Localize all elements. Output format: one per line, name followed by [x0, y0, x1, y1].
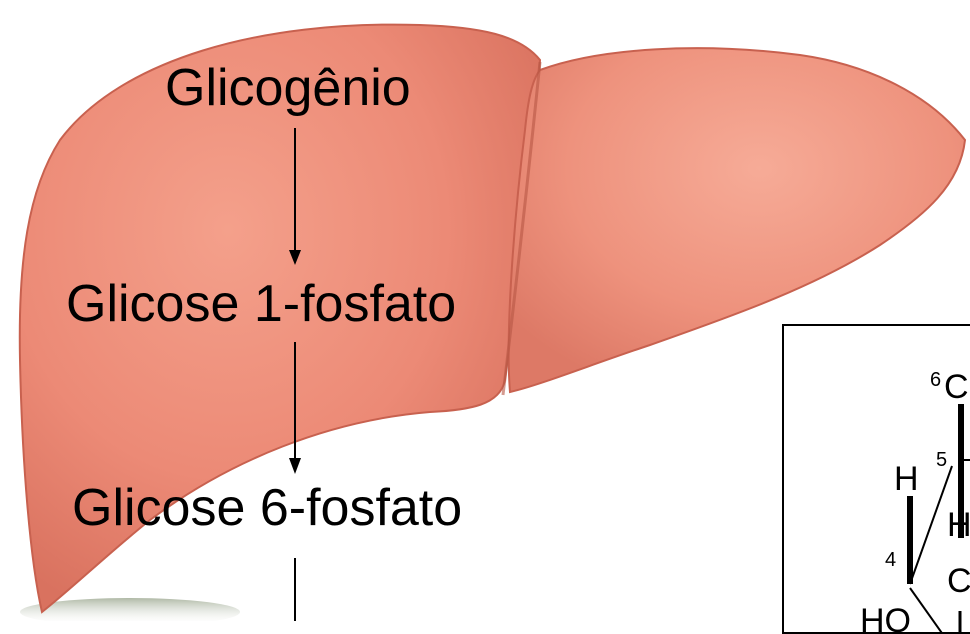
structure-box: 6 C 5 H H 4 C HO: [782, 324, 970, 634]
carbon-number-6: 6: [930, 370, 941, 390]
carbon-number-4: 4: [885, 550, 896, 570]
arrow-head-2: [289, 458, 301, 474]
carbon-right-label: C: [947, 564, 970, 598]
hydrogen-right-label: H: [947, 508, 970, 542]
pathway-step-glucose-6-phosphate: Glicose 6-fosfato: [72, 482, 462, 534]
hydrogen-upper-label: H: [894, 462, 919, 496]
carbon-number-5: 5: [936, 450, 947, 470]
diagram: Glicogênio Glicose 1-fosfato Glicose 6-f…: [0, 0, 970, 621]
bond-c4-down: [910, 588, 944, 634]
pathway-step-glycogen: Glicogênio: [165, 62, 411, 114]
hydroxyl-label: HO: [860, 604, 911, 634]
carbon-6-label: C: [944, 370, 969, 404]
structure-bonds: [784, 326, 970, 634]
pathway-step-glucose-1-phosphate: Glicose 1-fosfato: [66, 278, 456, 330]
